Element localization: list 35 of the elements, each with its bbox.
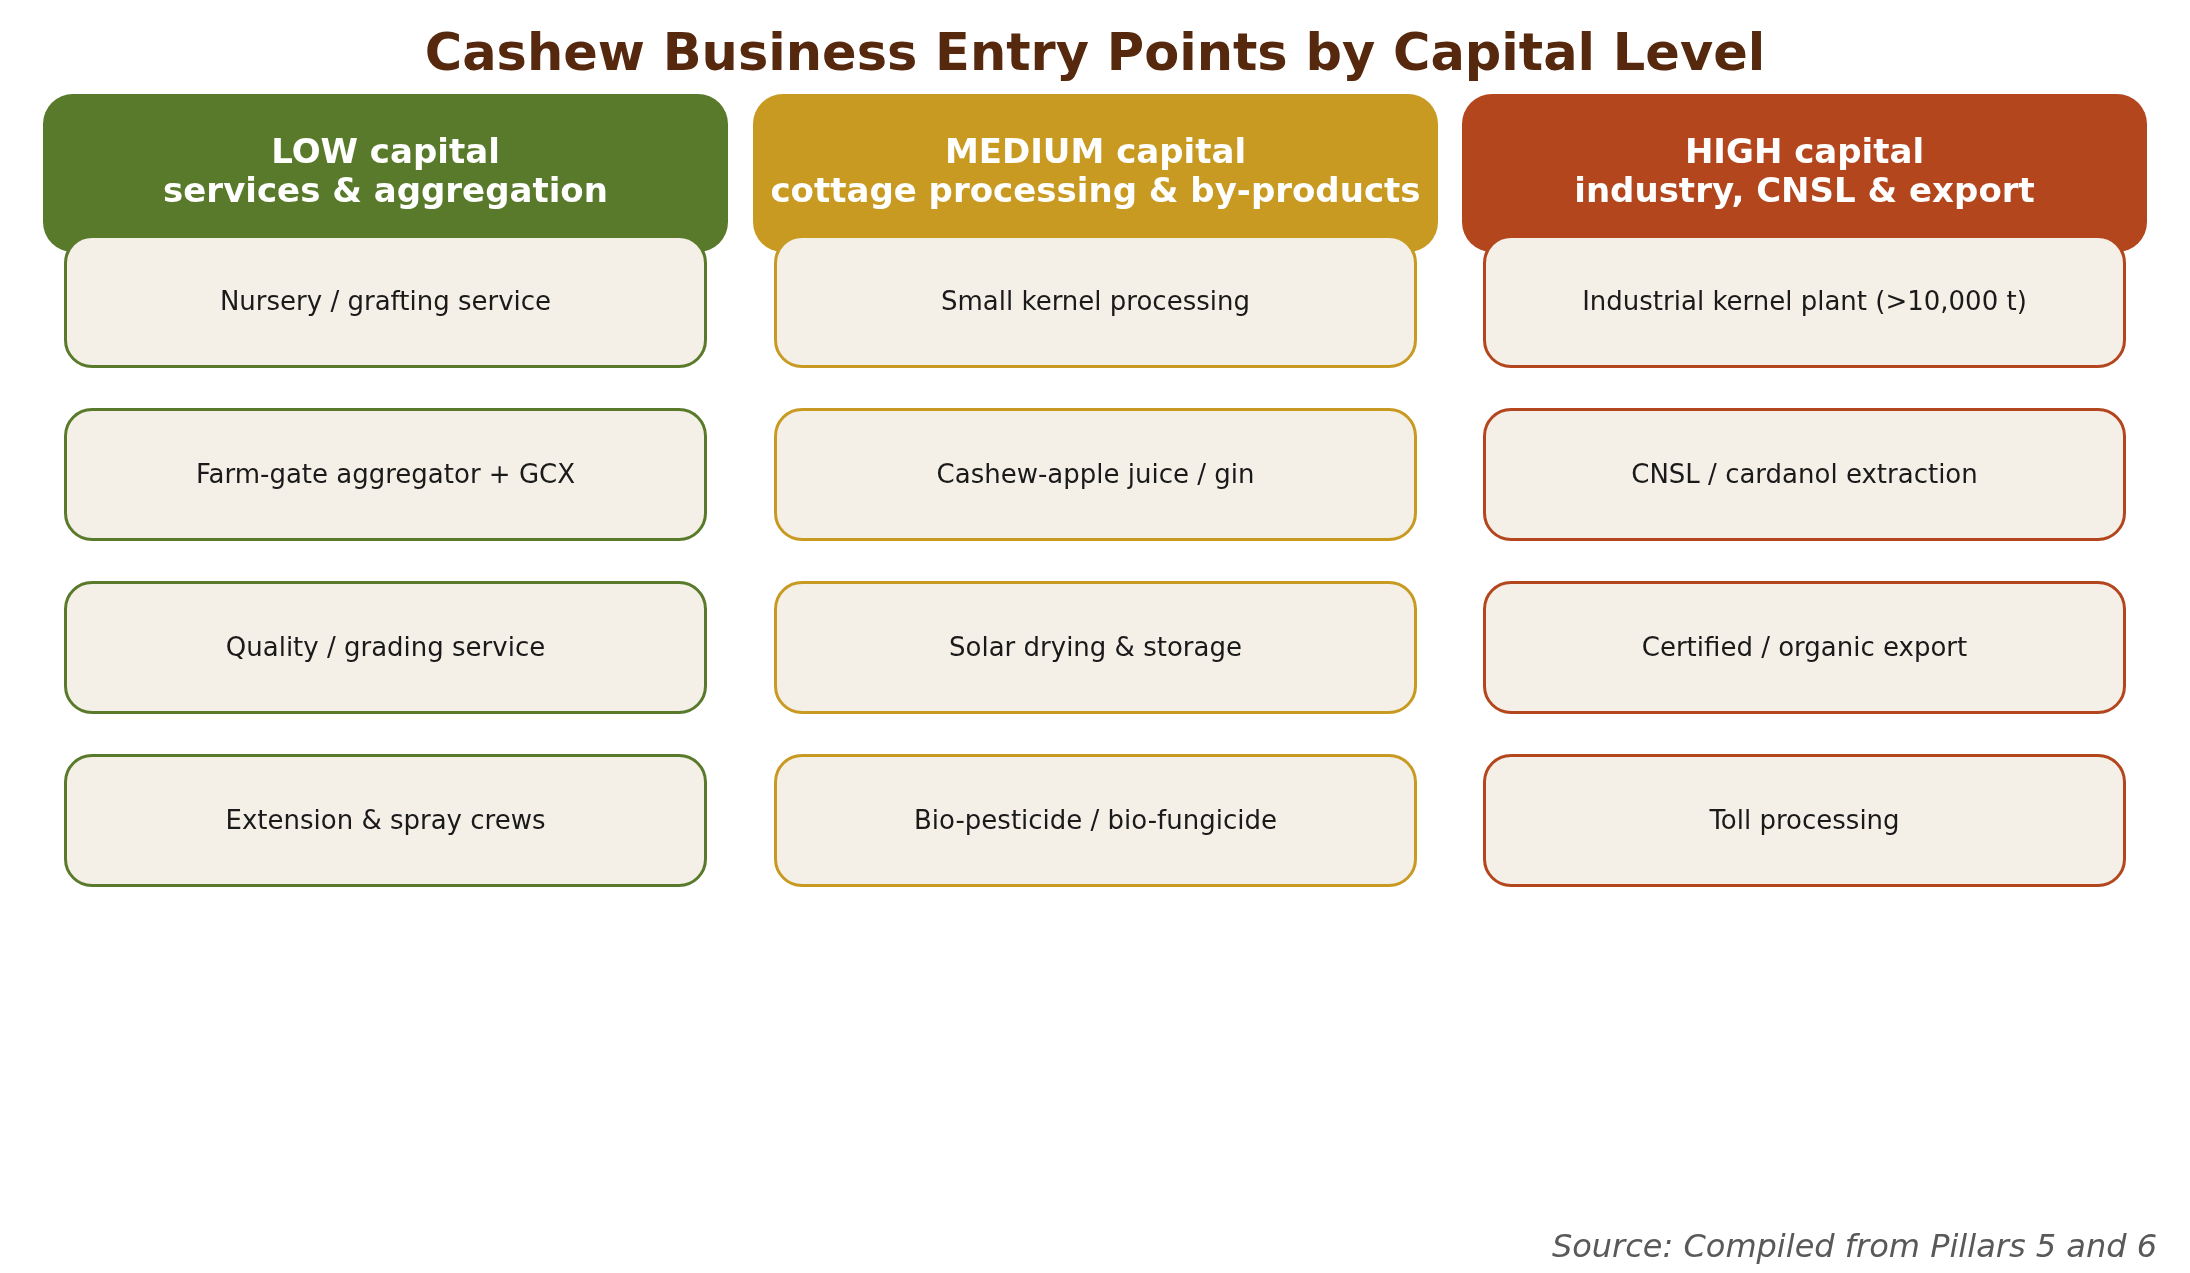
entry-label: Farm-gate aggregator + GCX (195, 458, 575, 491)
source-note: Source: Compiled from Pillars 5 and 6 (1551, 1227, 2157, 1266)
column-header-title: MEDIUM capital (944, 131, 1247, 171)
entry-card (774, 235, 1417, 368)
column-header-subtitle: cottage processing & by-products (770, 171, 1421, 211)
entry-card (774, 754, 1417, 887)
entry-label: Small kernel processing (941, 285, 1250, 318)
column-header-subtitle: industry, CNSL & export (1574, 171, 2035, 211)
entry-card (1483, 581, 2126, 714)
entry-label: Quality / grading service (225, 631, 546, 664)
entry-card (64, 754, 707, 887)
entry-card (774, 408, 1417, 541)
column-header-subtitle: services & aggregation (163, 171, 608, 211)
diagram-title: Cashew Business Entry Points by Capital Level (423, 22, 1767, 84)
entry-label: Certified / organic export (1641, 631, 1968, 664)
entry-card (64, 235, 707, 368)
entry-label: Solar drying & storage (949, 631, 1242, 664)
entry-card (774, 581, 1417, 714)
column-header-title: LOW capital (271, 131, 500, 171)
entry-card (1483, 408, 2126, 541)
entry-label: Extension & spray crews (225, 804, 546, 837)
entry-card (64, 581, 707, 714)
entry-label: Toll processing (1709, 804, 1900, 837)
entry-label: Industrial kernel plant (>10,000 t) (1582, 285, 2027, 318)
entry-label: Nursery / grafting service (219, 285, 552, 318)
column-header-title: HIGH capital (1684, 131, 1925, 171)
column-header-banner (753, 94, 1438, 252)
entry-label: Cashew-apple juice / gin (936, 458, 1255, 491)
entry-card (1483, 754, 2126, 887)
entry-label: CNSL / cardanol extraction (1631, 458, 1978, 491)
entry-label: Bio-pesticide / bio-fungicide (914, 804, 1277, 837)
entry-card (1483, 235, 2126, 368)
entry-card (64, 408, 707, 541)
column-header-banner (43, 94, 728, 252)
column-header-banner (1462, 94, 2147, 252)
